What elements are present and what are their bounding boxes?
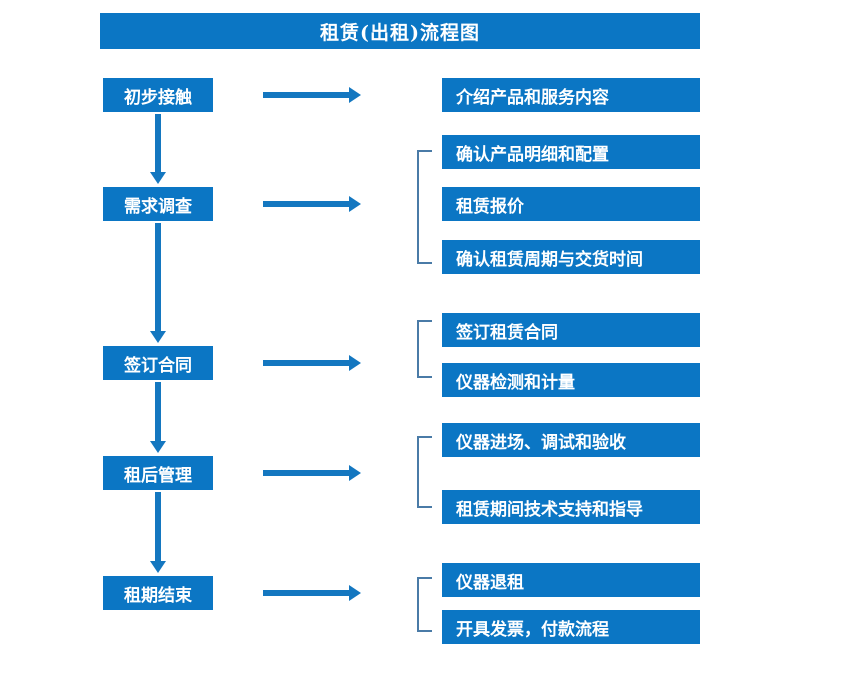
stage-box-需求调查[interactable]: 需求调查	[103, 187, 213, 221]
group-bracket-租期结束	[417, 577, 432, 632]
detail-box-租赁期间技术支持和指导[interactable]: 租赁期间技术支持和指导	[442, 490, 700, 524]
group-bracket-需求调查	[417, 150, 432, 264]
horizontal-arrow-3	[263, 355, 361, 371]
horizontal-arrow-4	[263, 465, 361, 481]
stage-box-租期结束[interactable]: 租期结束	[103, 576, 213, 610]
detail-box-开具发票付款流程[interactable]: 开具发票，付款流程	[442, 610, 700, 644]
diagram-title: 租赁(出租)流程图	[100, 13, 700, 49]
detail-box-仪器退租[interactable]: 仪器退租	[442, 563, 700, 597]
stage-box-签订合同[interactable]: 签订合同	[103, 346, 213, 380]
detail-box-仪器检测和计量[interactable]: 仪器检测和计量	[442, 363, 700, 397]
detail-box-签订租赁合同[interactable]: 签订租赁合同	[442, 313, 700, 347]
horizontal-arrow-1	[263, 87, 361, 103]
horizontal-arrow-2	[263, 196, 361, 212]
vertical-arrow-2	[150, 223, 166, 343]
stage-box-初步接触[interactable]: 初步接触	[103, 78, 213, 112]
vertical-arrow-4	[150, 492, 166, 573]
detail-box-确认产品明细和配置[interactable]: 确认产品明细和配置	[442, 135, 700, 169]
detail-box-仪器进场调试和验收[interactable]: 仪器进场、调试和验收	[442, 423, 700, 457]
group-bracket-签订合同	[417, 320, 432, 378]
vertical-arrow-3	[150, 382, 166, 453]
detail-box-确认租赁周期与交货时间[interactable]: 确认租赁周期与交货时间	[442, 240, 700, 274]
horizontal-arrow-5	[263, 585, 361, 601]
detail-box-介绍产品和服务内容[interactable]: 介绍产品和服务内容	[442, 78, 700, 112]
detail-box-租赁报价[interactable]: 租赁报价	[442, 187, 700, 221]
vertical-arrow-1	[150, 114, 166, 184]
stage-box-租后管理[interactable]: 租后管理	[103, 456, 213, 490]
group-bracket-租后管理	[417, 436, 432, 508]
